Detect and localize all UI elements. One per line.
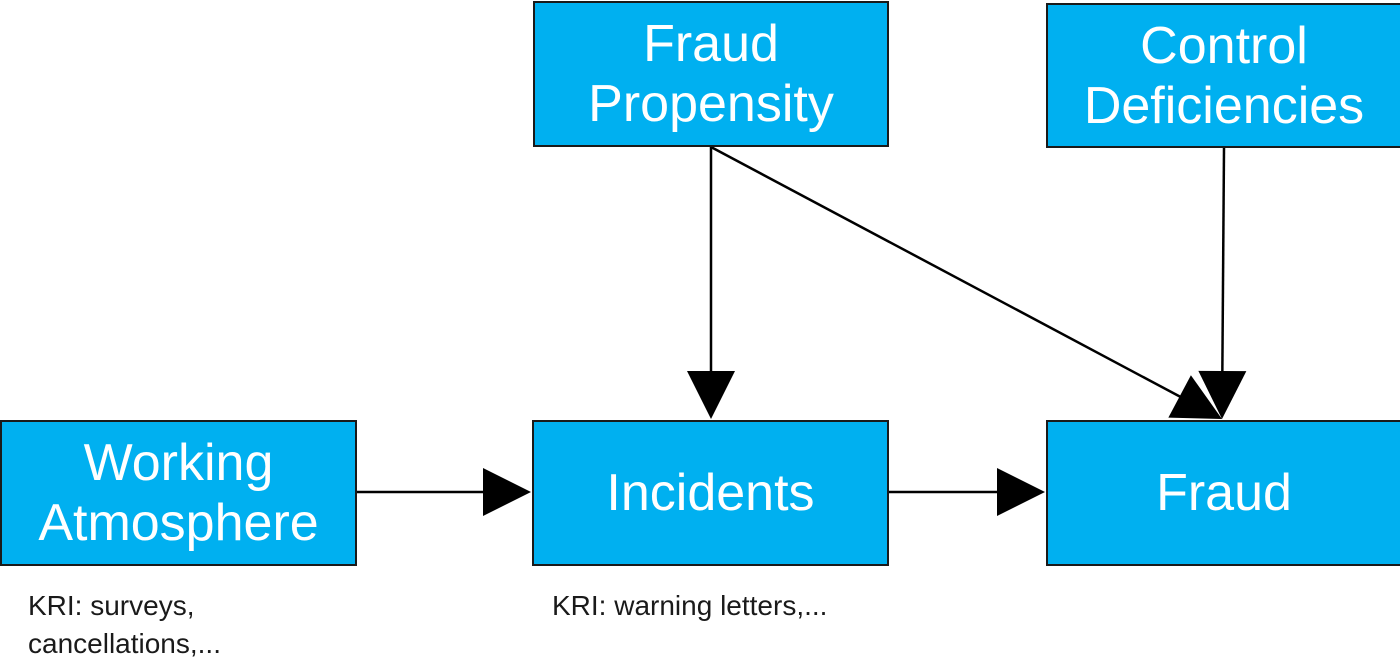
- node-fraud-label: Fraud: [1156, 464, 1292, 522]
- edge-fraud-propensity-to-incidents: [687, 147, 735, 419]
- node-working-atmosphere-line1: Working: [83, 434, 274, 492]
- node-incidents-label: Incidents: [606, 464, 815, 522]
- arrowhead-icon: [483, 468, 531, 516]
- edge-incidents-to-fraud: [889, 468, 1045, 516]
- working-atmosphere-kri-line2: cancellations,...: [28, 628, 221, 659]
- node-working-atmosphere-line2: Atmosphere: [38, 494, 319, 552]
- arrowhead-icon: [997, 468, 1045, 516]
- node-working-atmosphere: Working Atmosphere: [0, 420, 357, 566]
- arrowhead-icon: [687, 371, 735, 419]
- arrowhead-icon: [1198, 370, 1247, 419]
- incidents-kri-note: KRI: warning letters,...: [552, 587, 827, 625]
- node-fraud-propensity-line2: Propensity: [588, 75, 834, 133]
- edge-line: [1221, 147, 1226, 374]
- node-control-deficiencies-line2: Deficiencies: [1083, 76, 1365, 135]
- incidents-kri-line1: KRI: warning letters,...: [552, 590, 828, 621]
- edge-line: [710, 145, 1182, 399]
- edge-working-atmosphere-to-incidents: [357, 468, 531, 516]
- working-atmosphere-kri-note: KRI: surveys, cancellations,...: [28, 587, 221, 663]
- node-control-deficiencies-line1: Control: [1140, 16, 1308, 75]
- edge-control-deficiencies-to-fraud: [1198, 147, 1247, 419]
- node-fraud-propensity-line1: Fraud: [643, 15, 779, 73]
- working-atmosphere-kri-line1: KRI: surveys,: [28, 590, 195, 621]
- node-fraud-propensity: Fraud Propensity: [533, 1, 889, 147]
- node-fraud: Fraud: [1046, 420, 1400, 566]
- edge-fraud-propensity-to-fraud: [710, 145, 1222, 419]
- node-incidents: Incidents: [532, 420, 889, 566]
- node-control-deficiencies: Control Deficiencies: [1046, 3, 1400, 148]
- arrowhead-icon: [1168, 375, 1222, 419]
